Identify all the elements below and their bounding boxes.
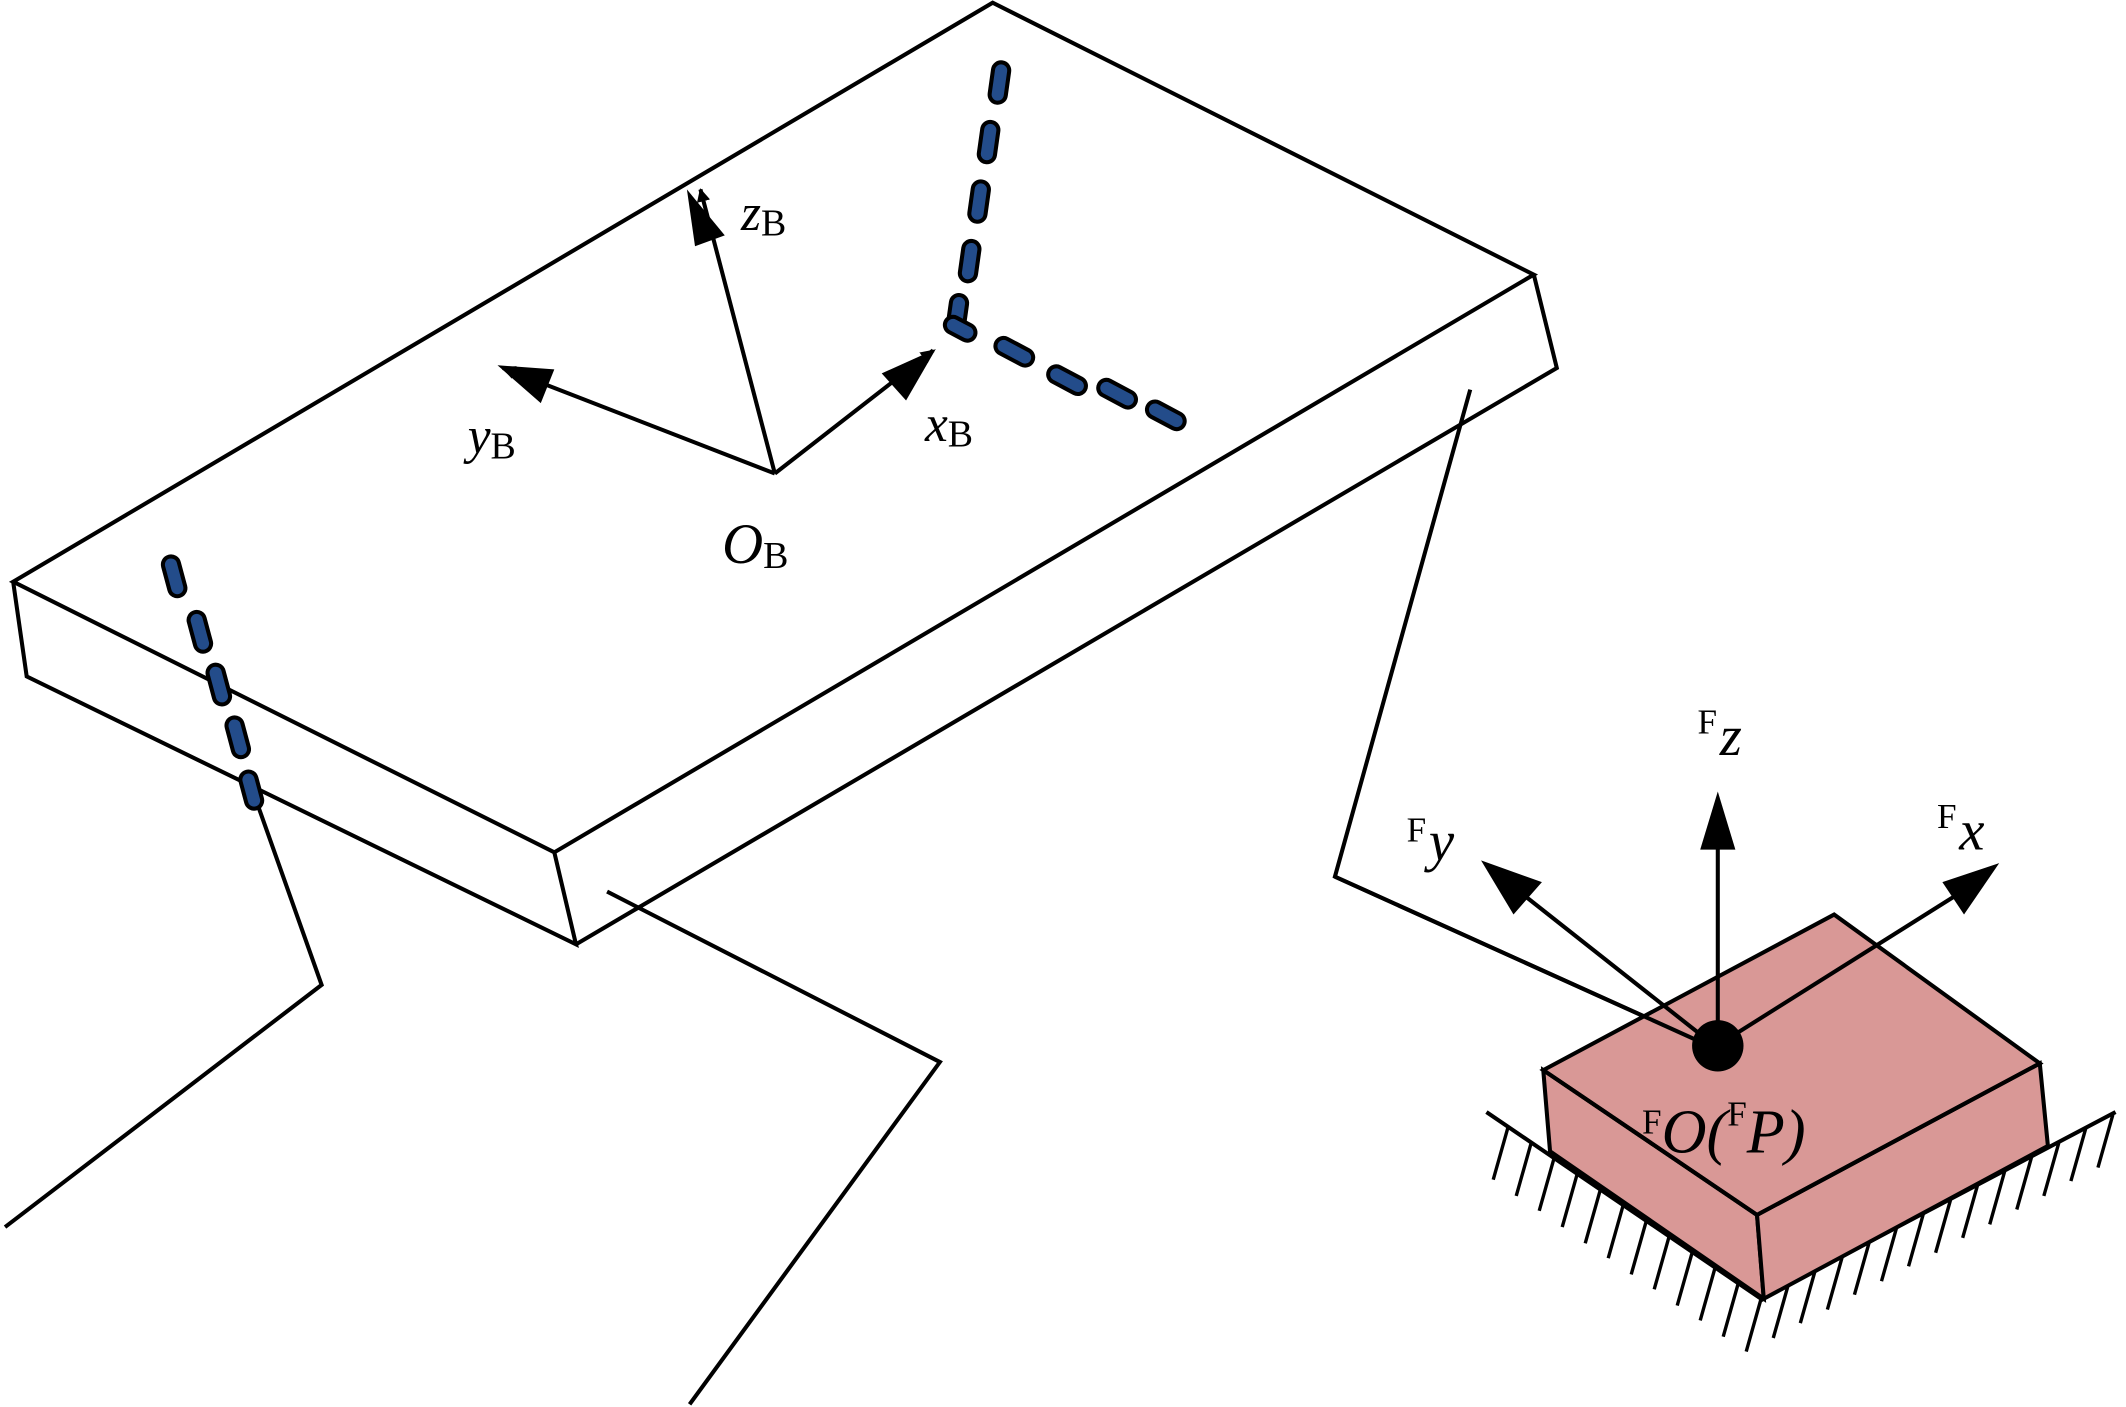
axis-dash bbox=[1096, 377, 1139, 410]
platform-front-edge bbox=[11, 581, 579, 949]
axis-dash bbox=[993, 335, 1036, 368]
foot-y-arrowhead bbox=[1481, 860, 1542, 915]
foot-x-label: Fx bbox=[1937, 797, 1984, 863]
body-z-label: zB bbox=[740, 185, 786, 244]
axis-dash bbox=[238, 769, 265, 811]
axis-dash bbox=[967, 179, 991, 224]
body-frame: zB yB xB OB bbox=[463, 185, 973, 577]
foot-block bbox=[1539, 912, 2051, 1303]
joint-axis-left bbox=[160, 554, 265, 811]
axis-dash bbox=[205, 662, 233, 707]
foot-x-arrowhead bbox=[1942, 863, 2000, 915]
foot-frame: Fz Fy Fx FO(FP) bbox=[1407, 702, 2000, 1167]
foot-x-axis-arrow bbox=[1722, 891, 1962, 1044]
body-x-arrowhead bbox=[881, 349, 936, 401]
body-y-axis-arrow bbox=[501, 366, 776, 476]
leg-right bbox=[1332, 389, 1702, 1044]
axis-dash bbox=[987, 60, 1012, 105]
body-origin-label: OB bbox=[722, 513, 788, 577]
leg-left bbox=[3, 797, 325, 1229]
axis-dash bbox=[160, 554, 188, 599]
joint-axis-top bbox=[942, 60, 1187, 432]
axis-dash bbox=[957, 238, 982, 284]
foot-z-label: Fz bbox=[1698, 702, 1742, 768]
leg-right-lower bbox=[1334, 874, 1702, 1044]
legs bbox=[3, 389, 1702, 1406]
platform-side-edge bbox=[574, 274, 1560, 947]
foot-origin-label: FO(FP) bbox=[1642, 1095, 1806, 1167]
foot-z-arrowhead bbox=[1700, 791, 1736, 850]
body-x-label: xB bbox=[924, 396, 973, 455]
body-y-arrowhead bbox=[497, 365, 555, 404]
platform-body bbox=[8, 0, 1560, 949]
axis-dash bbox=[1046, 364, 1088, 397]
body-y-label: yB bbox=[463, 408, 516, 467]
foot-y-label: Fy bbox=[1407, 810, 1455, 873]
foot-y-axis-arrow bbox=[1516, 888, 1711, 1044]
axis-dash bbox=[224, 715, 252, 760]
leg-middle bbox=[606, 889, 943, 1406]
foot-origin-point bbox=[1692, 1020, 1744, 1072]
axis-dash bbox=[186, 609, 214, 654]
axis-dash bbox=[1144, 399, 1187, 432]
axis-dash bbox=[976, 119, 1001, 165]
body-z-arrowhead bbox=[686, 189, 725, 247]
axis-dash bbox=[942, 314, 978, 343]
